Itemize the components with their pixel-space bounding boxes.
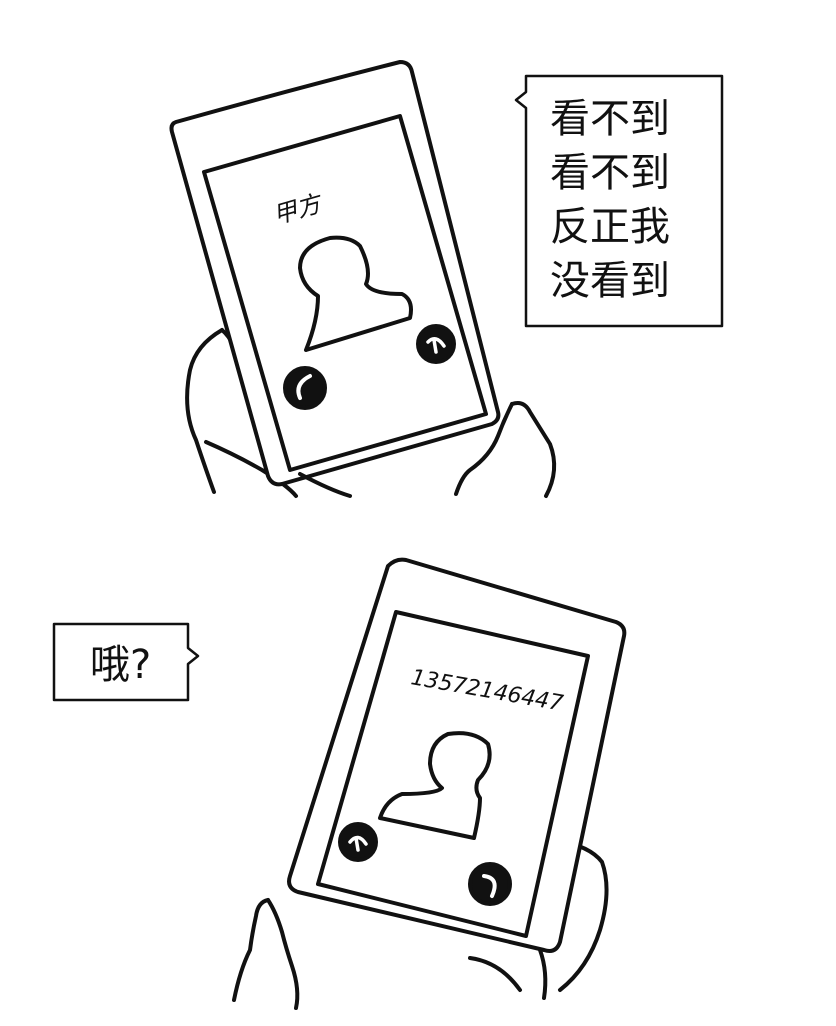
- top-decline-button[interactable]: [416, 324, 456, 364]
- bottom-decline-button[interactable]: [338, 822, 378, 862]
- bottom-speech-text: 哦?: [90, 642, 151, 688]
- bottom-left-hand: [232, 898, 270, 1002]
- speech-line-4: 没看到: [550, 258, 670, 304]
- bottom-hand-lower: [538, 948, 548, 1000]
- top-phone-screen: [202, 114, 488, 472]
- top-right-hand: [510, 401, 557, 498]
- bottom-contact-avatar-icon: [378, 731, 492, 840]
- bottom-left-hand-fingers: [266, 898, 300, 1010]
- top-hand-base: [298, 472, 352, 498]
- top-left-hand-lower: [204, 440, 298, 498]
- bottom-panel: 哦? 13572146447: [52, 557, 627, 1010]
- bottom-speech-bubble: 哦?: [52, 622, 200, 702]
- top-contact-avatar-icon: [298, 235, 413, 352]
- bottom-phone-screen: [316, 610, 590, 938]
- top-answer-button[interactable]: [283, 366, 327, 410]
- speech-line-3: 反正我: [550, 204, 670, 250]
- speech-line-2: 看不到: [550, 150, 670, 196]
- top-panel: 甲方 看不到 看不到 反正我 没看到: [169, 60, 724, 498]
- top-left-hand: [185, 328, 224, 494]
- bottom-hand-lower-2: [468, 956, 522, 992]
- top-speech-bubble: 看不到 看不到 反正我 没看到: [514, 74, 724, 328]
- speech-line-1: 看不到: [550, 96, 670, 142]
- top-right-hand-fingers: [454, 402, 514, 496]
- bottom-answer-button[interactable]: [468, 862, 512, 906]
